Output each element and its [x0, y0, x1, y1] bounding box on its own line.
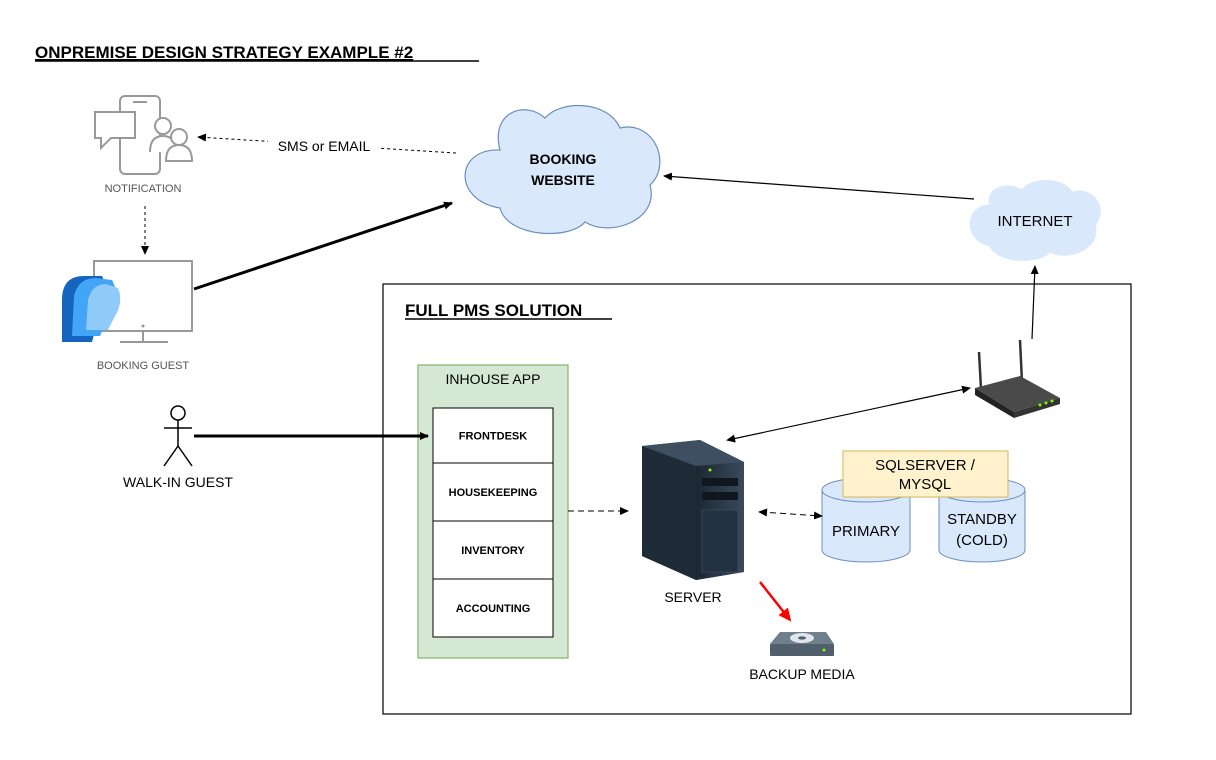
booking-guest-icon: [62, 260, 193, 343]
db-standby-label-2: (COLD): [956, 532, 1008, 549]
module-box-accounting: [432, 578, 554, 638]
edge-website-to-notification: [197, 133, 457, 154]
module-label-housekeeping: HOUSEKEEPING: [449, 487, 538, 499]
edge-router-to-internet: [1030, 265, 1039, 340]
pms-container: [382, 283, 1132, 715]
module-box-housekeeping: [432, 462, 554, 522]
db-engine-label-1: SQLSERVER /: [875, 457, 976, 474]
booking-guest-label: BOOKING GUEST: [97, 360, 190, 372]
edge-internet-to-website: [663, 172, 975, 200]
booking-website-label-1: BOOKING: [530, 151, 597, 167]
booking-website-label-2: WEBSITE: [531, 172, 595, 188]
walkin-guest-icon: [163, 405, 193, 467]
server-icon: [642, 440, 744, 580]
db-primary-label: PRIMARY: [832, 523, 900, 540]
page-title: ONPREMISE DESIGN STRATEGY EXAMPLE #2: [35, 43, 413, 62]
edge-server-database: [758, 508, 823, 520]
internet-label: INTERNET: [998, 213, 1073, 230]
backup-media-icon: [770, 632, 834, 656]
notification-icon: [94, 95, 194, 175]
db-engine-box: [842, 450, 1009, 498]
sms-email-label: SMS or EMAIL: [278, 138, 371, 154]
notification-label: NOTIFICATION: [105, 183, 182, 195]
edge-server-router: [726, 385, 971, 443]
inhouse-app-title: INHOUSE APP: [446, 371, 541, 387]
walkin-guest-label: WALK-IN GUEST: [123, 474, 233, 490]
module-label-inventory: INVENTORY: [461, 545, 525, 557]
module-box-frontdesk: [432, 407, 554, 464]
db-standby-label-1: STANDBY: [947, 511, 1017, 528]
backup-media-label: BACKUP MEDIA: [749, 666, 855, 682]
module-box-inventory: [432, 520, 554, 580]
db-engine-label-2: MYSQL: [899, 476, 952, 493]
router-icon: [975, 339, 1060, 418]
internet-cloud: [969, 180, 1101, 261]
edge-server-to-backup: [759, 581, 792, 622]
server-label: SERVER: [664, 589, 721, 605]
booking-website-cloud: [464, 104, 661, 234]
pms-title: FULL PMS SOLUTION: [405, 301, 582, 320]
module-label-accounting: ACCOUNTING: [456, 603, 531, 615]
module-label-frontdesk: FRONTDESK: [459, 431, 528, 443]
sms-email-label-bg: [268, 137, 378, 155]
edge-guest-to-website: [193, 201, 453, 291]
inhouse-app-modules: FRONTDESK HOUSEKEEPING INVENTORY ACCOUNTING: [432, 407, 554, 638]
